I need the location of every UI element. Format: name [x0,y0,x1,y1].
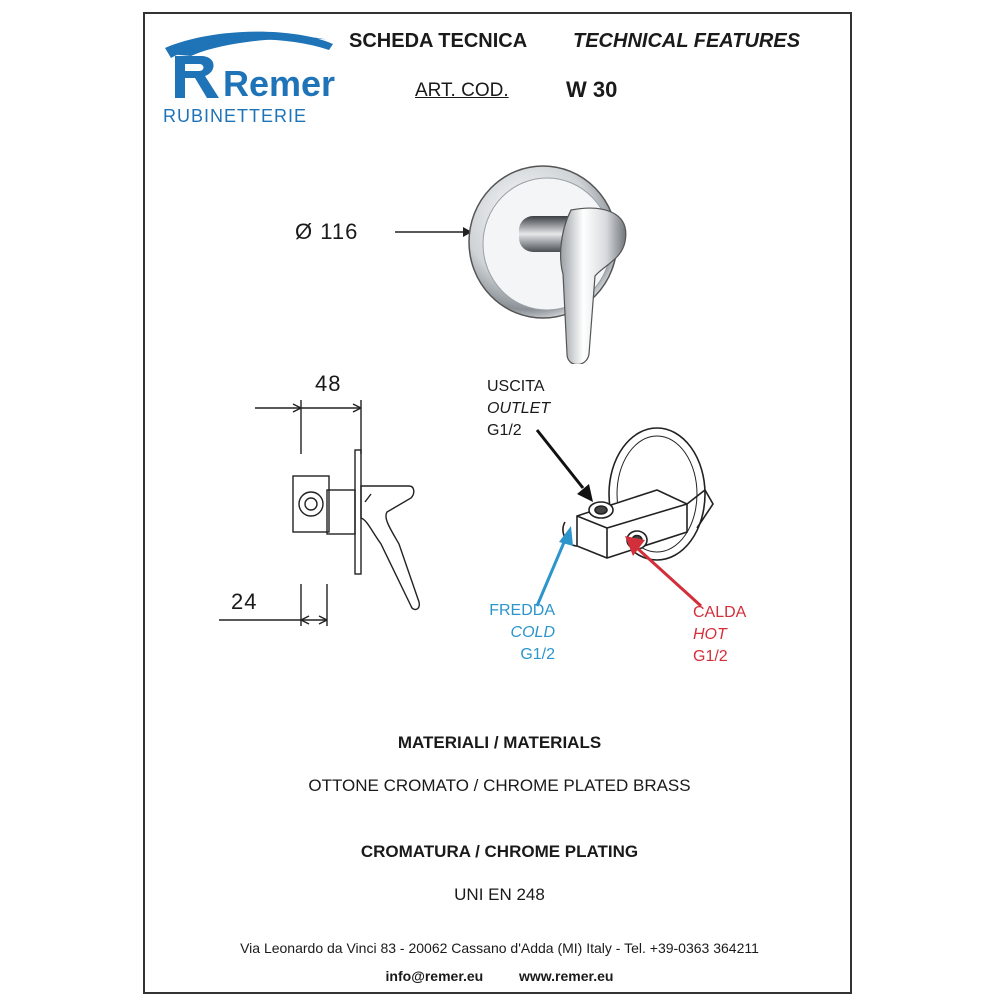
art-code-label: ART. COD. [415,80,509,101]
brand-logo: Remer RUBINETTERIE [161,26,336,126]
footer-web-link[interactable]: www.remer.eu [519,968,614,984]
footer-contacts: info@remer.eu www.remer.eu [145,968,854,984]
width-dimension-label: 48 [315,371,342,396]
outlet-label-size: G1/2 [487,422,522,439]
title-english: TECHNICAL FEATURES [573,30,801,52]
plating-value: UNI EN 248 [454,885,545,904]
footer-address: Via Leonardo da Vinci 83 - 20062 Cassano… [240,940,759,956]
logo-brand-text: Remer [223,63,335,104]
hot-arrow [625,536,703,608]
materials-value: OTTONE CROMATO / CHROME PLATED BRASS [308,776,691,795]
remer-logo-mark: Remer [165,31,335,104]
side-view-drawing [219,400,421,626]
footer-email-link[interactable]: info@remer.eu [385,968,484,984]
outlet-label: USCITA OUTLET G1/2 [487,376,550,442]
cold-label-it: FREDDA [489,602,555,619]
plating-title: CROMATURA / CHROME PLATING [360,842,639,861]
mixer-product-image [468,165,627,364]
cold-label-en: COLD [510,624,555,641]
art-code-value: W 30 [566,77,618,102]
outlet-arrow [535,429,593,502]
technical-sheet: Remer RUBINETTERIE SCHEDA TECNICA TECHNI… [143,12,852,994]
hot-label: CALDA HOT G1/2 [693,602,746,668]
title-italian: SCHEDA TECNICA [349,30,528,52]
hot-label-size: G1/2 [693,648,728,665]
hot-label-en: HOT [693,626,727,643]
cold-label-size: G1/2 [520,646,555,663]
logo-subtitle: RUBINETTERIE [163,106,308,126]
diameter-label: Ø 116 [295,219,359,244]
connection-iso-drawing [562,427,714,561]
cold-label: FREDDA COLD G1/2 [479,600,555,666]
hot-label-it: CALDA [693,604,747,621]
diameter-arrow [395,227,472,237]
depth-dimension-label: 24 [231,589,258,614]
cold-arrow [535,526,573,607]
outlet-label-en: OUTLET [487,400,551,417]
outlet-label-it: USCITA [487,378,545,395]
materials-title: MATERIALI / MATERIALS [397,733,602,752]
